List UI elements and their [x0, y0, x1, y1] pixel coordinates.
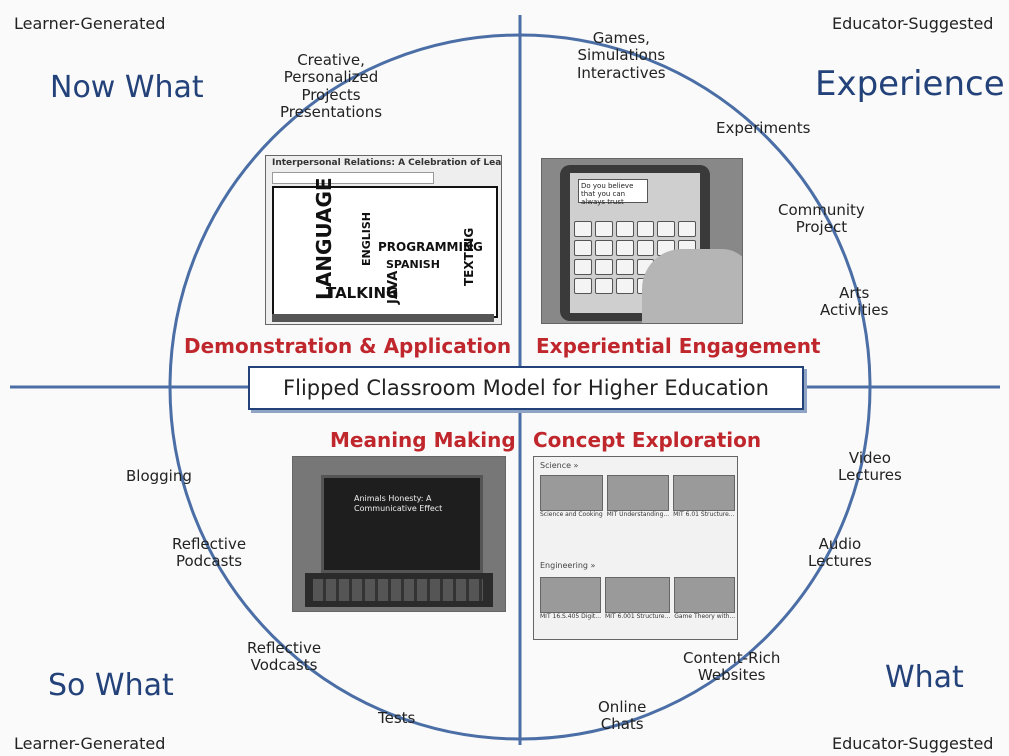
video-thumbnail[interactable]	[673, 475, 735, 511]
laptop-keyboard	[313, 579, 483, 601]
video-thumbnail[interactable]	[540, 577, 601, 613]
laptop-photo: Animals Honesty: A Communicative Effect	[292, 456, 506, 612]
word-language: LANGUAGE	[312, 177, 336, 300]
video-thumbnail[interactable]	[604, 577, 671, 613]
laptop-slide-text: Animals Honesty: A Communicative Effect	[354, 494, 443, 513]
video-thumbnail[interactable]	[606, 475, 670, 511]
tablet-message: Do you believe that you can always trust	[578, 179, 648, 206]
section-concept-exploration: Concept Exploration	[533, 428, 762, 452]
video-row-engineering: MIT 16.S.405 Digit... MIT 6.001 Structur…	[540, 577, 736, 623]
video-caption: MIT 16.S.405 Digit...	[540, 613, 601, 620]
word-talking: TALKING	[326, 284, 399, 302]
word-cloud-title: Interpersonal Relations: A Celebration o…	[272, 158, 502, 168]
word-english: ENGLISH	[360, 212, 373, 266]
word-spanish: SPANISH	[386, 258, 440, 271]
corner-label-top-right: Educator-Suggested	[832, 14, 994, 33]
video-caption: MIT Understanding...	[606, 511, 670, 518]
section-meaning-making: Meaning Making	[330, 428, 516, 452]
video-thumbnail[interactable]	[540, 475, 603, 511]
quadrant-title-experience: Experience	[815, 64, 1005, 104]
video-section-science: Science »	[540, 461, 579, 470]
quadrant-title-what: What	[885, 660, 964, 695]
video-lectures-screenshot: Science » Science and Cooking MIT Unders…	[533, 456, 738, 640]
cycle-circle	[168, 33, 872, 741]
video-thumbnail[interactable]	[674, 577, 736, 613]
corner-label-bottom-left: Learner-Generated	[14, 734, 166, 753]
quadrant-title-now-what: Now What	[50, 70, 204, 105]
video-caption: MIT 6.001 Structure...	[604, 613, 671, 620]
item-blogging: Blogging	[126, 467, 192, 485]
hand-shape	[642, 249, 742, 323]
tablet-photo: Do you believe that you can always trust	[541, 158, 743, 324]
video-caption: MIT 6.01 Structure...	[673, 511, 735, 518]
item-tests: Tests	[378, 709, 416, 727]
word-cloud-toolbar	[272, 172, 434, 184]
corner-label-top-left: Learner-Generated	[14, 14, 166, 33]
word-cloud-footer	[272, 314, 494, 322]
center-title-box: Flipped Classroom Model for Higher Educa…	[248, 366, 804, 410]
section-experiential-engagement: Experiential Engagement	[536, 334, 821, 358]
item-experiments: Experiments	[716, 119, 811, 137]
word-cloud-board: LANGUAGE ENGLISH PROGRAMMING SPANISH TEX…	[272, 177, 498, 318]
word-java: JAVA	[386, 270, 401, 304]
video-caption: Game Theory with...	[674, 613, 736, 620]
laptop-screen: Animals Honesty: A Communicative Effect	[321, 475, 483, 573]
video-section-engineering: Engineering »	[540, 561, 596, 570]
quadrant-title-so-what: So What	[48, 668, 174, 703]
word-cloud-screenshot: Interpersonal Relations: A Celebration o…	[265, 155, 502, 325]
corner-label-bottom-right: Educator-Suggested	[832, 734, 994, 753]
word-texting: TEXTING	[462, 227, 476, 286]
video-caption: Science and Cooking	[540, 511, 603, 518]
section-demonstration-application: Demonstration & Application	[184, 334, 512, 358]
video-row-science: Science and Cooking MIT Understanding...…	[540, 475, 735, 521]
word-programming: PROGRAMMING	[378, 240, 483, 254]
center-title: Flipped Classroom Model for Higher Educa…	[283, 376, 769, 400]
